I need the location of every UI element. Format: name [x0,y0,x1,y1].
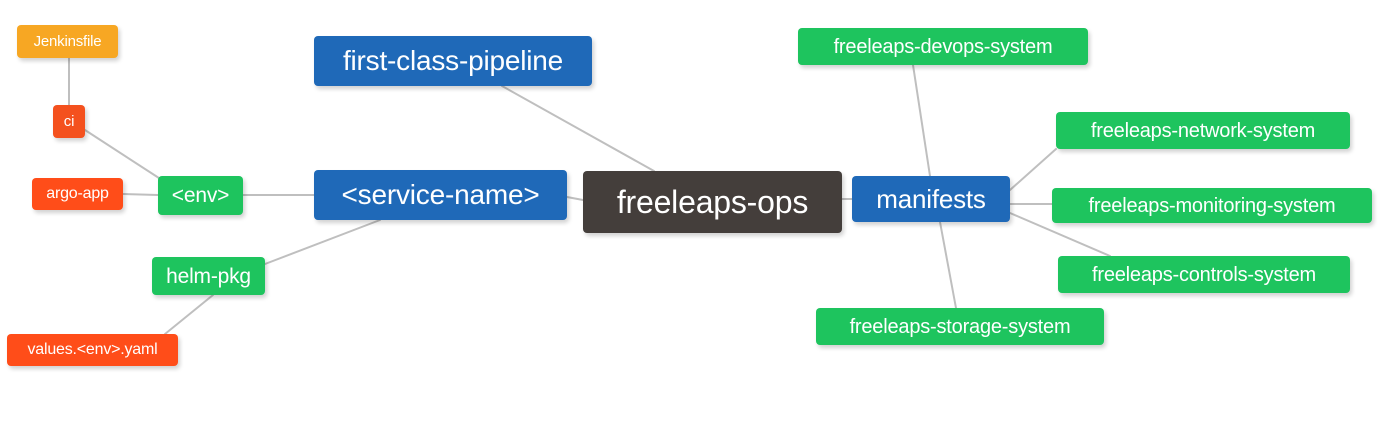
node-label-helm-pkg: helm-pkg [166,264,251,288]
edge-values-env-yaml-to-helm-pkg [164,294,214,335]
node-freeleaps-storage-system[interactable]: freeleaps-storage-system [816,308,1104,345]
edge-argo-app-to-env [122,193,159,196]
edge-manifests-to-freeleaps-network-system [1009,148,1057,191]
node-argo-app[interactable]: argo-app [32,178,123,210]
node-helm-pkg[interactable]: helm-pkg [152,257,265,295]
node-label-freeleaps-network-system: freeleaps-network-system [1090,119,1316,142]
node-label-freeleaps-devops-system: freeleaps-devops-system [833,35,1053,58]
node-label-env: <env> [171,184,230,207]
node-label-manifests: manifests [876,184,986,214]
node-freeleaps-devops-system[interactable]: freeleaps-devops-system [798,28,1088,65]
node-label-service-name: <service-name> [341,179,540,210]
node-first-class-pipeline[interactable]: first-class-pipeline [314,36,592,86]
edge-helm-pkg-to-service-name [264,219,381,265]
node-label-ci: ci [63,113,75,130]
node-ci[interactable]: ci [53,105,85,138]
node-label-values-env-yaml: values.<env>.yaml [27,341,158,358]
node-manifests[interactable]: manifests [852,176,1010,222]
node-service-name[interactable]: <service-name> [314,170,567,220]
node-label-argo-app: argo-app [46,185,109,202]
node-label-jenkinsfile: Jenkinsfile [33,33,102,50]
node-freeleaps-network-system[interactable]: freeleaps-network-system [1056,112,1350,149]
node-freeleaps-controls-system[interactable]: freeleaps-controls-system [1058,256,1350,293]
node-freeleaps-monitoring-system[interactable]: freeleaps-monitoring-system [1052,188,1372,223]
node-label-freeleaps-storage-system: freeleaps-storage-system [849,315,1071,338]
edge-manifests-to-freeleaps-storage-system [939,221,957,309]
node-env[interactable]: <env> [158,176,243,215]
node-freeleaps-ops[interactable]: freeleaps-ops [583,171,842,233]
edge-service-name-to-freeleaps-ops [566,196,584,201]
node-label-freeleaps-controls-system: freeleaps-controls-system [1092,263,1316,286]
node-values-env-yaml[interactable]: values.<env>.yaml [7,334,178,366]
node-label-freeleaps-monitoring-system: freeleaps-monitoring-system [1088,194,1336,217]
edge-first-class-pipeline-to-freeleaps-ops [501,85,655,172]
node-label-freeleaps-ops: freeleaps-ops [616,184,809,220]
node-label-first-class-pipeline: first-class-pipeline [342,45,564,76]
edge-manifests-to-freeleaps-devops-system [912,64,931,177]
edge-ci-to-env [84,129,163,181]
node-jenkinsfile[interactable]: Jenkinsfile [17,25,118,58]
